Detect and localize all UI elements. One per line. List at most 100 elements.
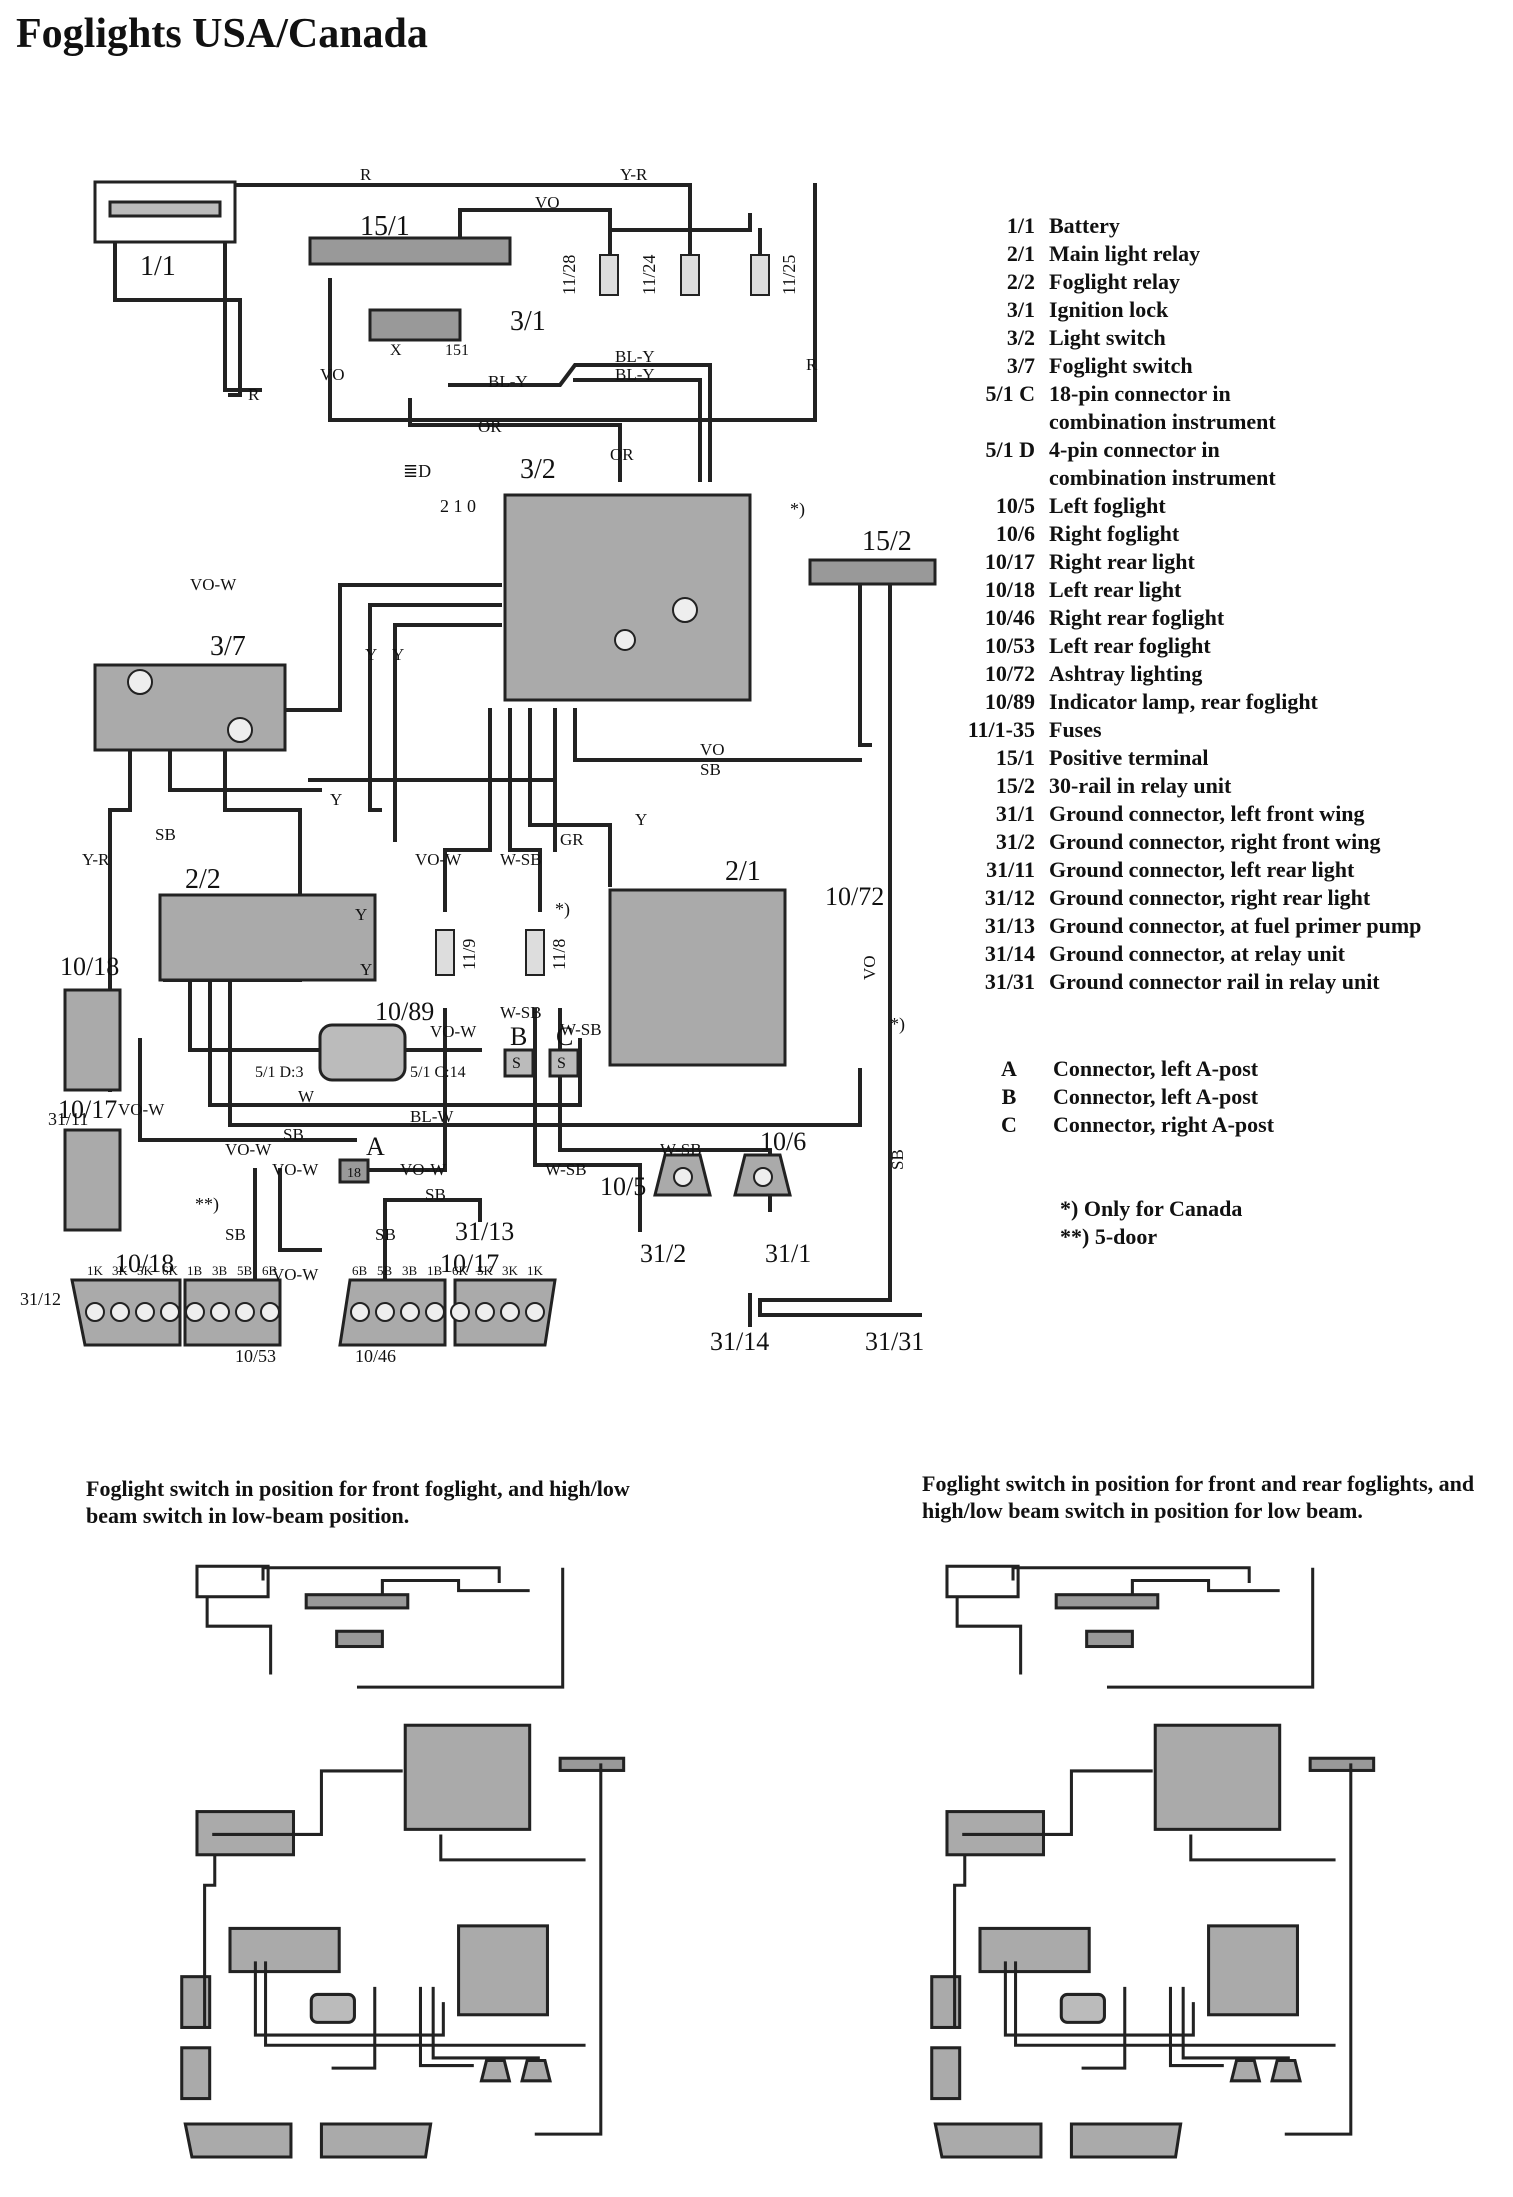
- wiring-diagram: 1/1 15/1 3/1 3/2 15/2 3/7 2/2 2/1 10/72 …: [20, 165, 937, 1366]
- legend-desc: 18-pin connector in: [1049, 381, 1231, 406]
- label-gnd-rail: 31/31: [865, 1327, 924, 1356]
- rear-pin-label: 5K: [137, 1263, 154, 1278]
- wire-rail-gnd: [758, 1298, 922, 1317]
- legend-desc: Right rear foglight: [1049, 605, 1225, 630]
- label-rail: 15/2: [862, 526, 912, 557]
- wire-label-vow-ls: VO-W: [415, 850, 462, 869]
- legend-desc: Fuses: [1049, 717, 1102, 742]
- legend-desc: combination instrument: [1049, 409, 1276, 434]
- rear-pin-label: 3B: [212, 1263, 228, 1278]
- legend-code: 10/46: [984, 605, 1035, 630]
- rear-bulb: [475, 1302, 495, 1322]
- rear-bulb: [375, 1302, 395, 1322]
- wire-label-y-b: Y: [392, 645, 404, 664]
- legend-desc: Ground connector, right rear light: [1049, 885, 1371, 910]
- rear-pin-label: 5B: [237, 1263, 253, 1278]
- wire-label-w: W: [298, 1087, 315, 1106]
- label-notes-canada: *): [890, 1014, 905, 1035]
- label-gnd-fuel: 31/13: [455, 1217, 514, 1246]
- rear-bulb: [185, 1302, 205, 1322]
- legend-desc: 30-rail in relay unit: [1049, 773, 1232, 798]
- wire-r-battery: [113, 238, 242, 397]
- wire-label-sb-fuel: SB: [425, 1185, 446, 1204]
- label-gnd-rfw: 31/1: [765, 1239, 811, 1268]
- wire-wsb-b: [533, 1008, 642, 1232]
- legend-desc: Left rear light: [1049, 577, 1182, 602]
- legend-code: 3/1: [1006, 297, 1035, 322]
- legend-row: combination instrument: [955, 408, 1509, 436]
- wire-label-sb-rl: SB: [225, 1225, 246, 1244]
- legend-desc: Ground connector rail in relay unit: [1049, 969, 1380, 994]
- legend-desc: Ground connector, left rear light: [1049, 857, 1355, 882]
- legend-code: 31/31: [984, 969, 1035, 994]
- legend-code: 5/1 C: [985, 381, 1036, 406]
- legend-code: 10/89: [984, 689, 1035, 714]
- legend-desc: Ignition lock: [1049, 297, 1169, 322]
- label-rear-right: 10/17: [58, 1095, 117, 1124]
- label-gnd-lfw: 31/2: [640, 1239, 686, 1268]
- fuse-d: [435, 929, 455, 976]
- wire-37-b: [168, 748, 322, 792]
- connector-code: B: [1001, 1084, 1017, 1109]
- rear-pin-label: 6B: [262, 1263, 278, 1278]
- label-fuse-d: 11/9: [459, 939, 479, 970]
- legend-code: 31/2: [995, 829, 1035, 854]
- wire-label-bly-c: BL-Y: [615, 365, 655, 384]
- rear-bulb: [235, 1302, 255, 1322]
- wire-label-y-22b: Y: [360, 960, 372, 979]
- legend-desc: Ground connector, at fuel primer pump: [1049, 913, 1422, 938]
- legend-desc: Foglight switch: [1049, 353, 1193, 378]
- wire-r-left: [223, 208, 262, 392]
- front-fog-right-lamp: [753, 1167, 773, 1187]
- wire-label-sb-rail: SB: [888, 1149, 907, 1170]
- wire-vow-rear-l: [278, 1168, 322, 1252]
- wire-gnd-fuel: [383, 1198, 482, 1222]
- rear-pin-label: 3K: [112, 1263, 129, 1278]
- rear-pin-label: 6B: [352, 1263, 368, 1278]
- wire-ls-wsb: [508, 708, 542, 912]
- label-fog-relay: 2/2: [185, 864, 221, 895]
- legend-code: [955, 408, 1049, 436]
- legend-desc: Light switch: [1049, 325, 1166, 350]
- legend-code: 31/14: [984, 941, 1035, 966]
- label-battery: 1/1: [140, 251, 176, 282]
- rear-bulb: [500, 1302, 520, 1322]
- wire-bly-b: [573, 378, 702, 482]
- wire-label-vow-a1: VO-W: [225, 1140, 272, 1159]
- wire-vo-ign: [328, 278, 412, 422]
- rear-bulb: [425, 1302, 445, 1322]
- wire-label-sb-ls: SB: [700, 760, 721, 779]
- wire-label-or-2: OR: [610, 445, 634, 464]
- note-canada-relay: *): [555, 899, 570, 920]
- caption-left: Foglight switch in position for front fo…: [86, 1476, 630, 1528]
- wire-ls-vow: [443, 708, 492, 912]
- wire-label-vow-a3: VO-W: [400, 1160, 447, 1179]
- legend-desc: Positive terminal: [1049, 745, 1209, 770]
- rear-pin-label: 3B: [402, 1263, 418, 1278]
- wire-label-yr: Y-R: [620, 165, 648, 184]
- fog-switch-lamp-a: [127, 669, 153, 695]
- legend-code: 10/53: [984, 633, 1035, 658]
- wire-label-r-top: R: [360, 165, 372, 184]
- wire-label-or: OR: [478, 417, 502, 436]
- label-fog-switch: 3/7: [210, 631, 246, 662]
- legend-desc: Ashtray lighting: [1049, 661, 1203, 686]
- label-rear-left: 10/18: [60, 952, 119, 981]
- caption-right: Foglight switch in position for front an…: [922, 1471, 1475, 1523]
- wire-label-blw: BL-W: [410, 1107, 454, 1126]
- page-title: Foglights USA/Canada: [16, 11, 428, 57]
- wire-label-wsb-lower: W-SB: [545, 1160, 587, 1179]
